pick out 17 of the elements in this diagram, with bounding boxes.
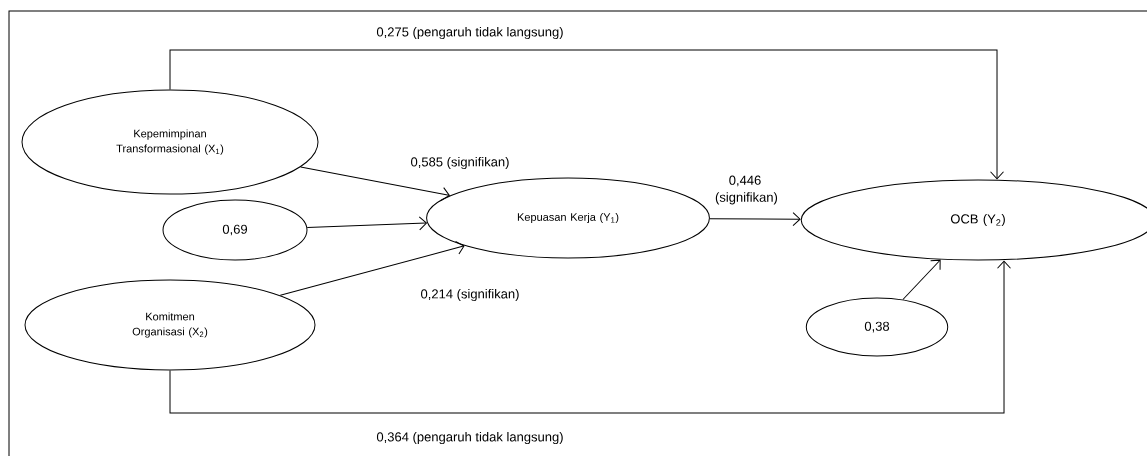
arrow [169,49,1004,180]
arrow [300,166,450,201]
edge-label: 0,364 (pengaruh tidak langsung) [375,430,565,446]
arrow [306,216,427,231]
arrow [169,260,1011,414]
edge-label: 0,214 (signifikan) [419,287,521,303]
ellipse-node: 0,69 [162,199,308,261]
ellipse-node: Komitmen Organisasi (X$_{2}$) [24,279,316,371]
edge-label: 0,446 (signifikan) [714,174,778,206]
ellipse-node: Kepuasan Kerja (Y$_{1}$) [426,177,710,259]
arrow [279,241,465,296]
arrow [902,259,941,301]
arrow [709,212,801,227]
ellipse-node: 0,38 [805,297,949,357]
edge-label: 0,585 (signifikan) [409,155,511,171]
edge-label: 0,275 (pengaruh tidak langsung) [375,25,565,41]
ellipse-node: Kepemimpinan Transformasional (X$_{1}$) [21,89,319,195]
